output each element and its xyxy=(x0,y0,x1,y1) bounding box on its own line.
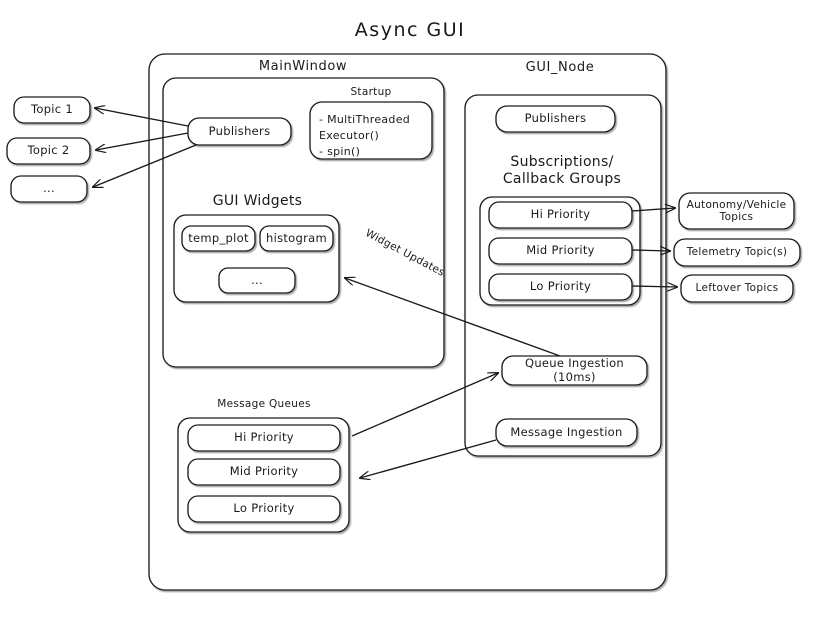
queue-lo-priority-box xyxy=(187,495,341,523)
arrow-queue-ingestion-to-widgets xyxy=(345,278,561,357)
queue-ingestion-box xyxy=(501,355,648,386)
widget-histogram-box xyxy=(259,225,334,252)
right-topic-leftover-box xyxy=(680,274,794,303)
queue-mid-priority-box xyxy=(187,458,341,486)
arrow-queues-to-queue-ingestion xyxy=(351,373,498,437)
arrow-hi-priority-to-autonomy xyxy=(631,208,675,211)
right-topic-autonomy-box xyxy=(678,192,795,230)
gui-node-publishers-box xyxy=(495,105,616,133)
arrow-publishers-to-topic2 xyxy=(96,132,189,150)
subscription-lo-priority-box xyxy=(488,273,633,301)
left-topic-3-box xyxy=(10,175,88,203)
left-topic-1-box xyxy=(13,96,91,124)
widget-temp-plot-box xyxy=(181,225,256,252)
mainwindow-publishers-box xyxy=(187,117,292,146)
arrow-publishers-to-topic1 xyxy=(95,108,189,127)
left-topic-2-box xyxy=(6,137,91,165)
subscription-mid-priority-box xyxy=(488,237,633,265)
widget-more-box xyxy=(218,267,296,294)
arrow-mid-priority-to-telemetry xyxy=(631,250,670,251)
subscription-hi-priority-box xyxy=(488,201,633,229)
right-topic-telemetry-box xyxy=(673,238,801,267)
message-ingestion-box xyxy=(495,418,638,447)
arrow-lo-priority-to-leftover xyxy=(631,286,677,287)
startup-box xyxy=(309,101,433,160)
arrow-publishers-to-topic3 xyxy=(93,144,197,187)
arrow-message-ingestion-to-queues xyxy=(360,439,497,478)
queue-hi-priority-box xyxy=(187,424,341,452)
